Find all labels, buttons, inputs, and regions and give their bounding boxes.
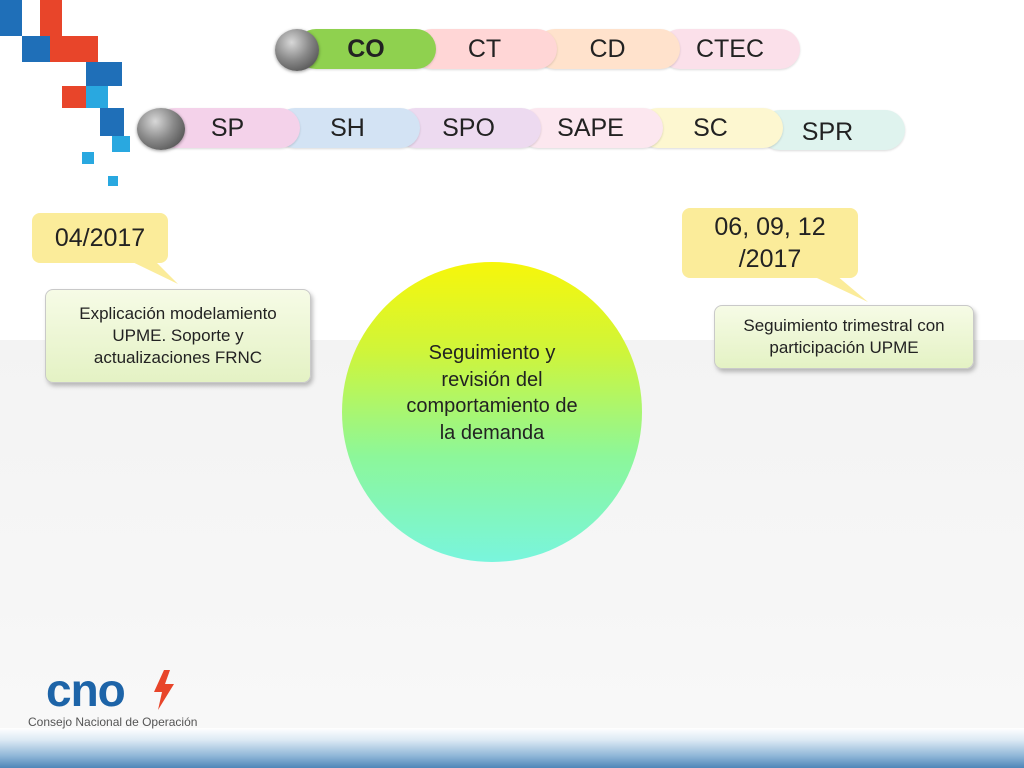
left-description-text: Explicación modelamiento UPME. Soporte y…: [79, 303, 277, 368]
tab-ctec-label: CTEC: [695, 34, 765, 63]
left-date-text: 04/2017: [54, 223, 146, 252]
tab-ct[interactable]: CT: [412, 29, 557, 69]
left-description-box: Explicación modelamiento UPME. Soporte y…: [45, 289, 311, 383]
tab-sc-label: SC: [693, 113, 728, 142]
lightning-bolt-icon: [154, 670, 174, 710]
tab-co-label: CO: [347, 34, 385, 63]
center-circle: Seguimiento y revisión del comportamient…: [342, 262, 642, 562]
right-description-box: Seguimiento trimestral con participación…: [714, 305, 974, 369]
left-date-callout: 04/2017: [32, 213, 168, 263]
logo-subtitle: Consejo Nacional de Operación: [28, 715, 198, 729]
row-1-knob-icon: [275, 29, 319, 71]
right-callout-pointer: [800, 270, 868, 302]
left-callout-pointer: [120, 256, 178, 284]
tab-ctec[interactable]: CTEC: [660, 29, 800, 69]
tab-spo[interactable]: SPO: [396, 108, 541, 148]
right-date-callout: 06, 09, 12 /2017: [682, 208, 858, 278]
tab-ct-label: CT: [467, 34, 502, 63]
tab-co[interactable]: CO: [296, 29, 436, 69]
row-2-knob-icon: [137, 108, 185, 150]
tab-cd-label: CD: [589, 34, 626, 63]
tab-sp-label: SP: [210, 113, 245, 142]
tab-spr-label: SPR: [801, 117, 854, 146]
tab-sape-label: SAPE: [557, 113, 624, 142]
center-circle-text: Seguimiento y revisión del comportamient…: [406, 342, 578, 444]
logo-wordmark: cno: [46, 664, 126, 716]
tab-sh-label: SH: [330, 113, 365, 142]
right-description-text: Seguimiento trimestral con participación…: [743, 315, 945, 357]
tab-sape[interactable]: SAPE: [518, 108, 663, 148]
tab-cd[interactable]: CD: [535, 29, 680, 69]
tab-spr[interactable]: SPR: [760, 110, 905, 150]
right-date-text: 06, 09, 12 /2017: [714, 212, 826, 274]
bottom-gradient-band: [0, 728, 1024, 768]
tab-spo-label: SPO: [442, 113, 495, 142]
